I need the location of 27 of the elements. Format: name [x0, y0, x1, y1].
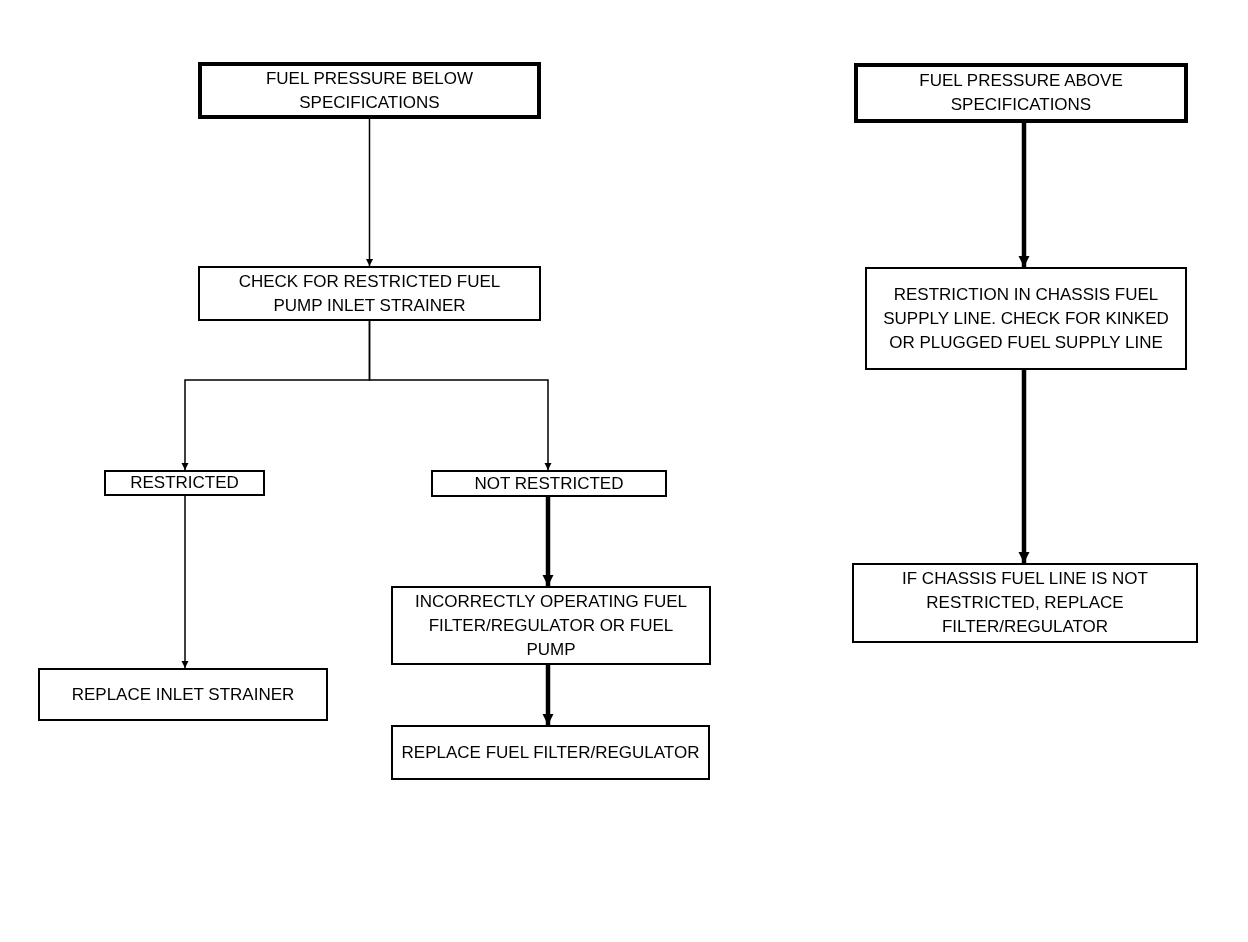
box-text: CHECK FOR RESTRICTED FUEL PUMP INLET STRAINER: [237, 270, 502, 317]
box-text: FUEL PRESSURE BELOW SPECIFICATIONS: [264, 67, 475, 114]
process-box: [104, 470, 265, 496]
box-text: RESTRICTED: [130, 472, 239, 494]
process-box: [391, 725, 710, 780]
arrow: [1018, 123, 1030, 267]
arrow: [1018, 370, 1030, 563]
arrow: [366, 118, 373, 267]
arrow: [181, 495, 189, 669]
process-box: [854, 63, 1188, 123]
box-text: INCORRECTLY OPERATING FUEL FILTER/REGULATOR OR FUEL PUMP: [413, 590, 688, 661]
arrow: [368, 320, 552, 471]
box-text: RESTRICTION IN CHASSIS FUEL SUPPLY LINE. CHECK FOR KINKED OR PLUGGED FUEL SUPPLY LINE: [882, 283, 1170, 354]
box-text: IF CHASSIS FUEL LINE IS NOT RESTRICTED, REPLACE FILTER/REGULATOR: [901, 568, 1149, 638]
process-box: [198, 62, 541, 119]
process-box: [431, 470, 667, 497]
box-text: REPLACE FUEL FILTER/REGULATOR: [401, 741, 700, 764]
process-box: [198, 266, 541, 321]
box-text: NOT RESTRICTED: [474, 472, 624, 495]
box-text: FUEL PRESSURE ABOVE SPECIFICATIONS: [918, 70, 1124, 116]
process-box: [38, 668, 328, 721]
process-box: [852, 563, 1198, 643]
arrow: [542, 497, 554, 586]
box-text: REPLACE INLET STRAINER: [71, 683, 295, 706]
process-box: [865, 267, 1187, 370]
arrow: [542, 665, 554, 725]
process-box: [391, 586, 711, 665]
